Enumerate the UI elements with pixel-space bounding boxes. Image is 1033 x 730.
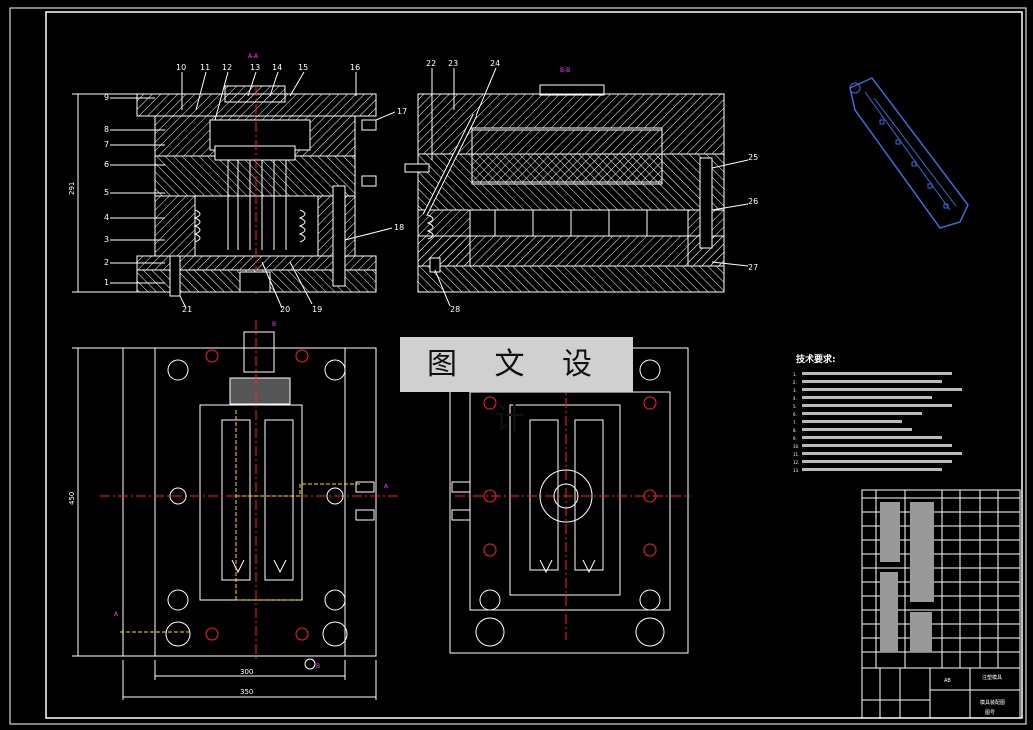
part-label-8: 8	[104, 125, 109, 134]
plan-view-moving	[449, 347, 690, 654]
part-label-27: 27	[748, 263, 758, 272]
cut-mark-a-right: A	[384, 483, 389, 490]
outer-frame	[9, 7, 1027, 725]
part-label-3: 3	[104, 235, 109, 244]
dim-450: 450	[68, 347, 123, 657]
section-view-a-a	[136, 85, 377, 297]
part-label-2: 2	[104, 258, 109, 267]
section-label-aa: A-A	[248, 53, 259, 60]
part-label-26: 26	[748, 197, 758, 206]
part-label-23: 23	[448, 59, 458, 68]
cut-mark-b-bottom: B	[316, 663, 320, 670]
dim-300: 300	[154, 660, 346, 680]
product-3d-view	[849, 77, 969, 229]
tech-line-1: 1.	[793, 372, 797, 377]
tech-line-9: 9.	[793, 436, 797, 441]
title-cell-c: 模具装配图	[980, 699, 1005, 706]
part-label-25: 25	[748, 153, 758, 162]
cut-mark-b-top: B	[272, 321, 276, 328]
technical-requirements: 技术要求: 1. 2. 3. 4. 5. 6. 7. 8. 9. 10. 11.…	[793, 353, 962, 473]
section-label-bb: B-B	[560, 67, 570, 74]
part-label-28: 28	[450, 305, 460, 314]
dim-350: 350	[122, 660, 377, 700]
watermark: 图 文 设 计	[400, 337, 633, 437]
tech-line-2: 2.	[793, 380, 797, 385]
cut-markers: A A B B	[114, 321, 389, 670]
part-label-24: 24	[490, 59, 500, 68]
cut-mark-a-left: A	[114, 611, 119, 618]
tech-line-5: 5.	[793, 404, 797, 409]
tech-line-10: 10.	[793, 444, 799, 449]
section-view-b-b: B-B 25 26 27 28	[404, 67, 758, 314]
tech-line-6: 6.	[793, 412, 797, 417]
right-part-labels: 17 18 21 20 19	[179, 107, 407, 314]
title-cell-d: 图号	[985, 710, 995, 716]
tech-line-3: 3.	[793, 388, 797, 393]
part-label-1: 1	[104, 278, 109, 287]
part-label-5: 5	[104, 188, 109, 197]
part-label-14: 14	[272, 63, 282, 72]
part-label-19: 19	[312, 305, 322, 314]
title-block: AB 注塑模具 模具装配图 图号	[861, 667, 1021, 719]
tech-line-4: 4.	[793, 396, 797, 401]
dim-300-label: 300	[240, 668, 253, 676]
dim-291: 2 9 1	[68, 93, 137, 293]
plan-view-fixed	[100, 320, 400, 670]
part-label-6: 6	[104, 160, 109, 169]
dim-350-label: 350	[240, 688, 253, 696]
title-cell-b: 注塑模具	[982, 674, 1002, 681]
tech-line-13: 13.	[793, 468, 799, 473]
part-label-12: 12	[222, 63, 232, 72]
part-label-15: 15	[298, 63, 308, 72]
tech-line-8: 8.	[793, 428, 797, 433]
part-label-16: 16	[350, 63, 360, 72]
part-label-4: 4	[104, 213, 109, 222]
dim-291-label: 291	[68, 182, 76, 195]
dim-450-label: 450	[68, 492, 76, 505]
tech-title: 技术要求:	[796, 353, 836, 365]
part-label-20: 20	[280, 305, 290, 314]
parts-list	[861, 489, 1021, 669]
tech-line-12: 12.	[793, 460, 799, 465]
part-label-10: 10	[176, 63, 186, 72]
inner-frame	[45, 11, 1023, 719]
title-cell-a: AB	[944, 678, 951, 684]
left-part-labels: 9 8 7 6 5 4 3 2 1	[104, 93, 165, 287]
part-label-7: 7	[104, 140, 109, 149]
part-label-17: 17	[397, 107, 407, 116]
part-label-9: 9	[104, 93, 109, 102]
part-label-11: 11	[200, 63, 210, 72]
tech-line-7: 7.	[793, 420, 797, 425]
tech-line-11: 11.	[793, 452, 799, 457]
part-label-18: 18	[394, 223, 404, 232]
part-label-21: 21	[182, 305, 192, 314]
part-label-13: 13	[250, 63, 260, 72]
part-label-22: 22	[426, 59, 436, 68]
